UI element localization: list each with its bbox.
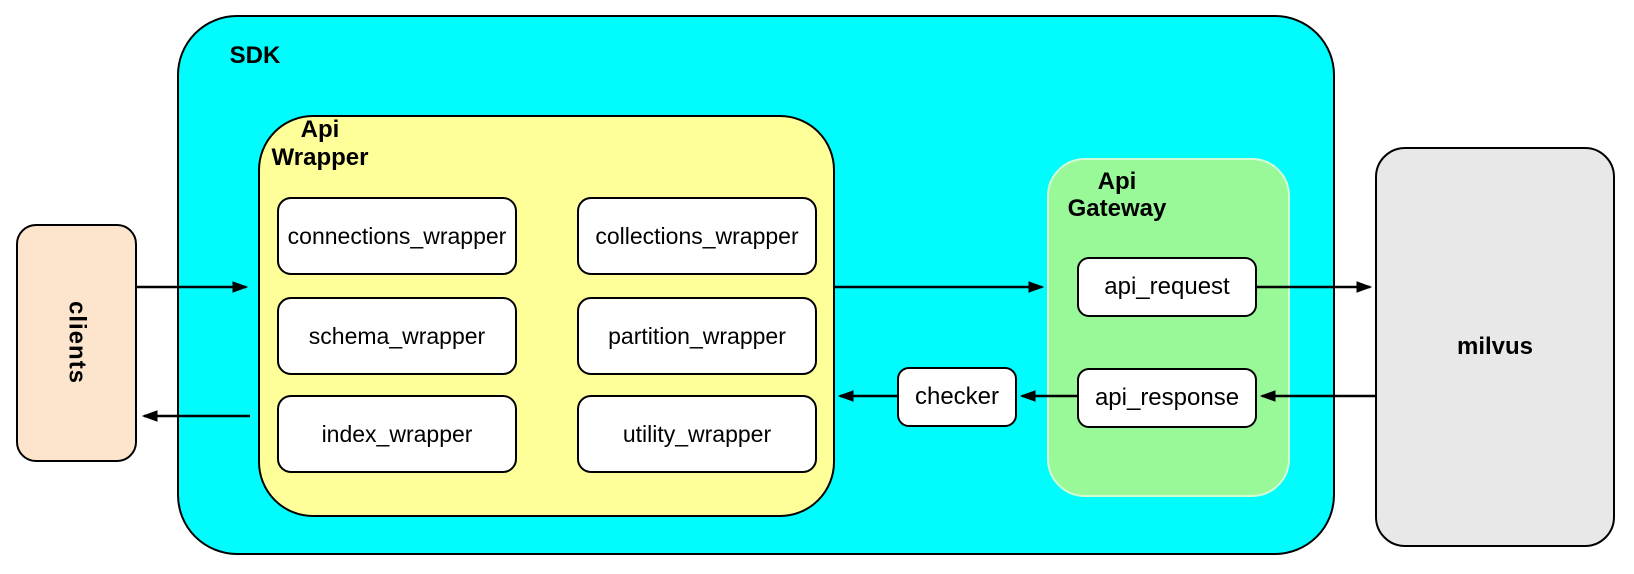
- clients-box: clients: [16, 224, 137, 462]
- node-schema-wrapper: schema_wrapper: [277, 297, 517, 375]
- node-api-response: api_response: [1077, 368, 1257, 428]
- node-checker: checker: [897, 367, 1017, 427]
- node-collections-wrapper: collections_wrapper: [577, 197, 817, 275]
- node-api-request: api_request: [1077, 257, 1257, 317]
- api-gateway-container: [1047, 158, 1290, 497]
- api-gateway-label-line1: Api: [1097, 168, 1137, 195]
- api-wrapper-label: Api Wrapper: [259, 116, 381, 172]
- node-connections-wrapper: connections_wrapper: [277, 197, 517, 275]
- node-partition-wrapper: partition_wrapper: [577, 297, 817, 375]
- api-gateway-label: Api Gateway: [1056, 168, 1178, 222]
- node-index-wrapper: index_wrapper: [277, 395, 517, 473]
- milvus-box: milvus: [1375, 147, 1615, 547]
- sdk-label: SDK: [229, 42, 281, 69]
- api-gateway-label-line2: Gateway: [1067, 195, 1167, 222]
- clients-label: clients: [63, 301, 91, 385]
- api-wrapper-label-line1: Api: [300, 116, 340, 143]
- node-utility-wrapper: utility_wrapper: [577, 395, 817, 473]
- api-wrapper-label-line2: Wrapper: [271, 144, 369, 171]
